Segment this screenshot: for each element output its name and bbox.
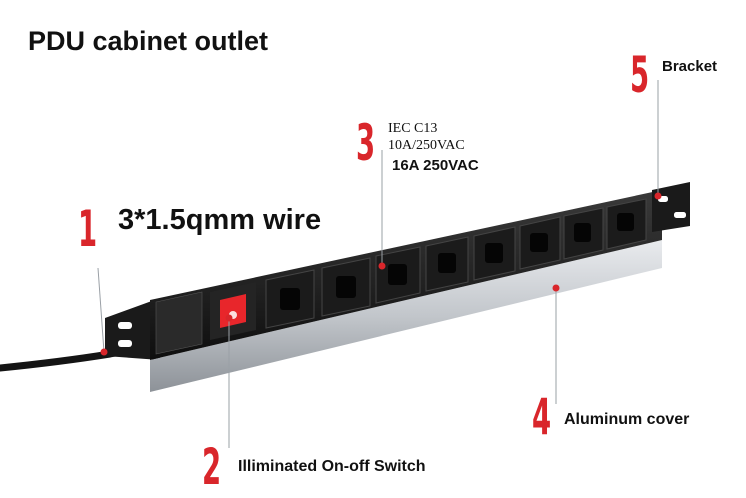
wire-label: 3*1.5qmm wire xyxy=(118,204,322,236)
outlet-2 xyxy=(321,257,371,317)
aluminum-cover xyxy=(150,240,662,392)
outlet-5 xyxy=(473,226,516,281)
cover-label: Aluminum cover xyxy=(564,411,690,428)
label-plate xyxy=(155,291,203,355)
callout-number-3: 3 xyxy=(356,114,376,172)
outlet-4 xyxy=(425,236,469,292)
outlet-rating-label: 10A/250VAC xyxy=(388,138,465,153)
callout-number-5: 5 xyxy=(630,46,650,104)
outlet-capacity-label: 16A 250VAC xyxy=(392,157,479,174)
page-title: PDU cabinet outlet xyxy=(28,26,269,56)
callout-leaders xyxy=(97,80,659,448)
bracket-label: Bracket xyxy=(662,58,718,75)
callout-number-4: 4 xyxy=(532,388,552,446)
callout-dots xyxy=(100,192,662,356)
outlet-7 xyxy=(563,207,604,260)
right-bracket xyxy=(652,182,690,232)
switch-label: Illiminated On-off Switch xyxy=(238,458,426,475)
outlet-6 xyxy=(519,216,561,270)
outlet-3 xyxy=(375,246,421,304)
outlet-1 xyxy=(265,269,315,329)
callout-number-1: 1 xyxy=(78,200,98,258)
outlet-8 xyxy=(606,198,647,250)
outlet-type-label: IEC C13 xyxy=(388,121,438,136)
callout-number-2: 2 xyxy=(202,438,222,496)
